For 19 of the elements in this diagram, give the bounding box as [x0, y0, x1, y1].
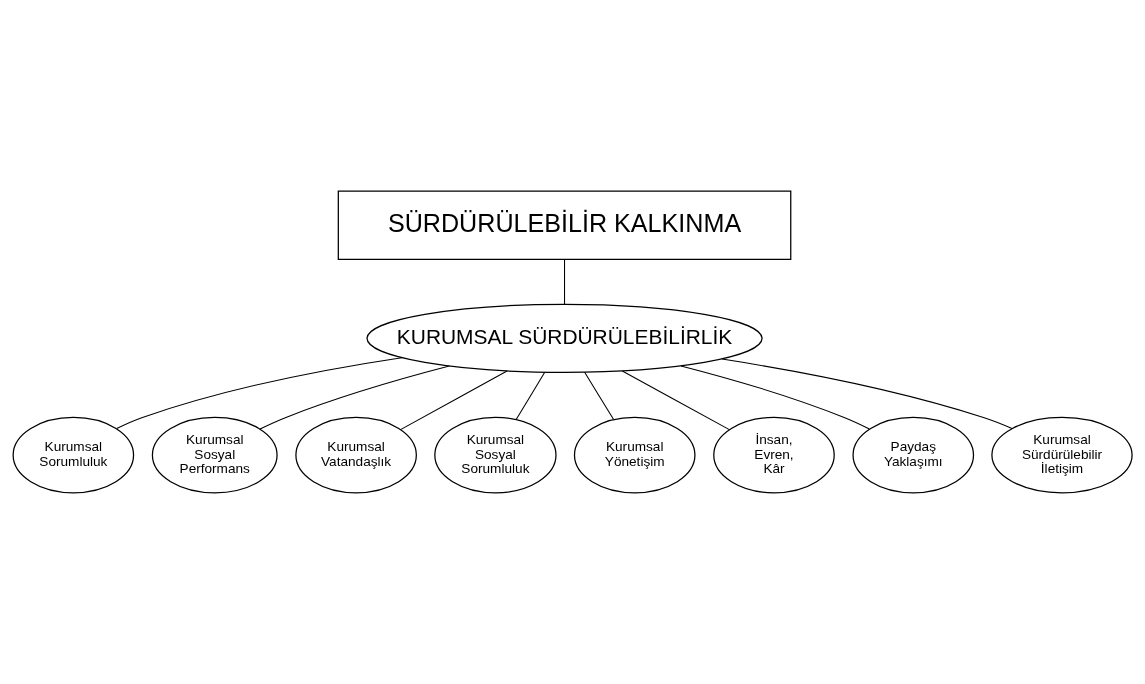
node-ellipse: Kurumsal Yönetişim	[573, 416, 696, 494]
node-ellipse: Kurumsal Sürdürülebilir İletişim	[991, 416, 1133, 494]
connector	[584, 371, 615, 421]
node-ellipse: Kurumsal Vatandaşlık	[295, 416, 417, 494]
connector	[400, 370, 508, 431]
node-ellipse: Kurumsal Sorumluluk	[12, 416, 135, 494]
connector	[259, 365, 450, 430]
connector	[680, 365, 870, 430]
node-ellipse: İnsan, Evren, Kâr	[713, 416, 835, 494]
connector	[564, 258, 566, 305]
connector	[721, 358, 1013, 429]
node-ellipse: Kurumsal Sosyal Sorumluluk	[434, 416, 557, 494]
connector	[116, 357, 403, 430]
connector	[621, 370, 730, 431]
node-box: SÜRDÜRÜLEBİLİR KALKINMA	[337, 190, 792, 260]
node-ellipse: KURUMSAL SÜRDÜRÜLEBİLİRLİK	[366, 303, 763, 373]
node-ellipse: Kurumsal Sosyal Performans	[151, 416, 278, 494]
node-ellipse: Paydaş Yaklaşımı	[852, 416, 975, 494]
connector	[515, 371, 546, 421]
